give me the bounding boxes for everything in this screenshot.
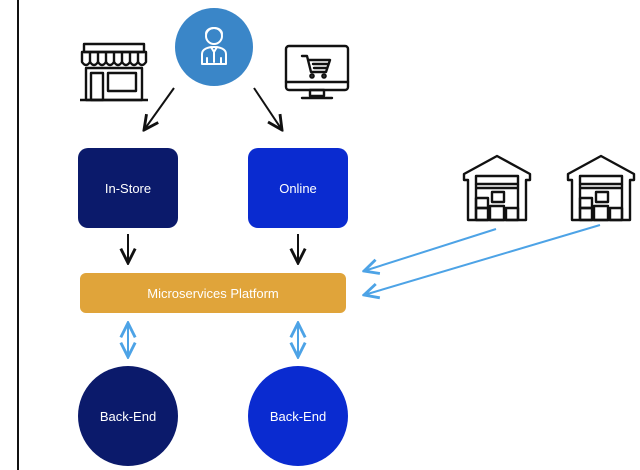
warehouse-icon — [462, 154, 532, 222]
customer-node — [175, 8, 253, 86]
left-border-line — [17, 0, 19, 470]
backend-left-label: Back-End — [99, 408, 157, 424]
backend-left-circle: Back-End — [78, 366, 178, 466]
online-box: Online — [248, 148, 348, 228]
in-store-label: In-Store — [104, 180, 152, 196]
online-shop-icon — [284, 44, 350, 100]
arrow-warehouse-2-to-platform — [364, 224, 601, 295]
arrow-warehouse-1-to-platform — [364, 228, 497, 271]
customer-icon — [201, 27, 227, 65]
microservices-platform-label: Microservices Platform — [147, 285, 279, 301]
warehouse-icon — [566, 154, 636, 222]
in-store-box: In-Store — [78, 148, 178, 228]
backend-right-label: Back-End — [269, 408, 327, 424]
online-label: Online — [279, 180, 317, 196]
store-icon — [80, 42, 148, 102]
arrow-customer-to-in-store — [144, 87, 175, 130]
arrow-customer-to-online — [253, 87, 282, 130]
microservices-platform-bar: Microservices Platform — [80, 273, 346, 313]
backend-right-circle: Back-End — [248, 366, 348, 466]
